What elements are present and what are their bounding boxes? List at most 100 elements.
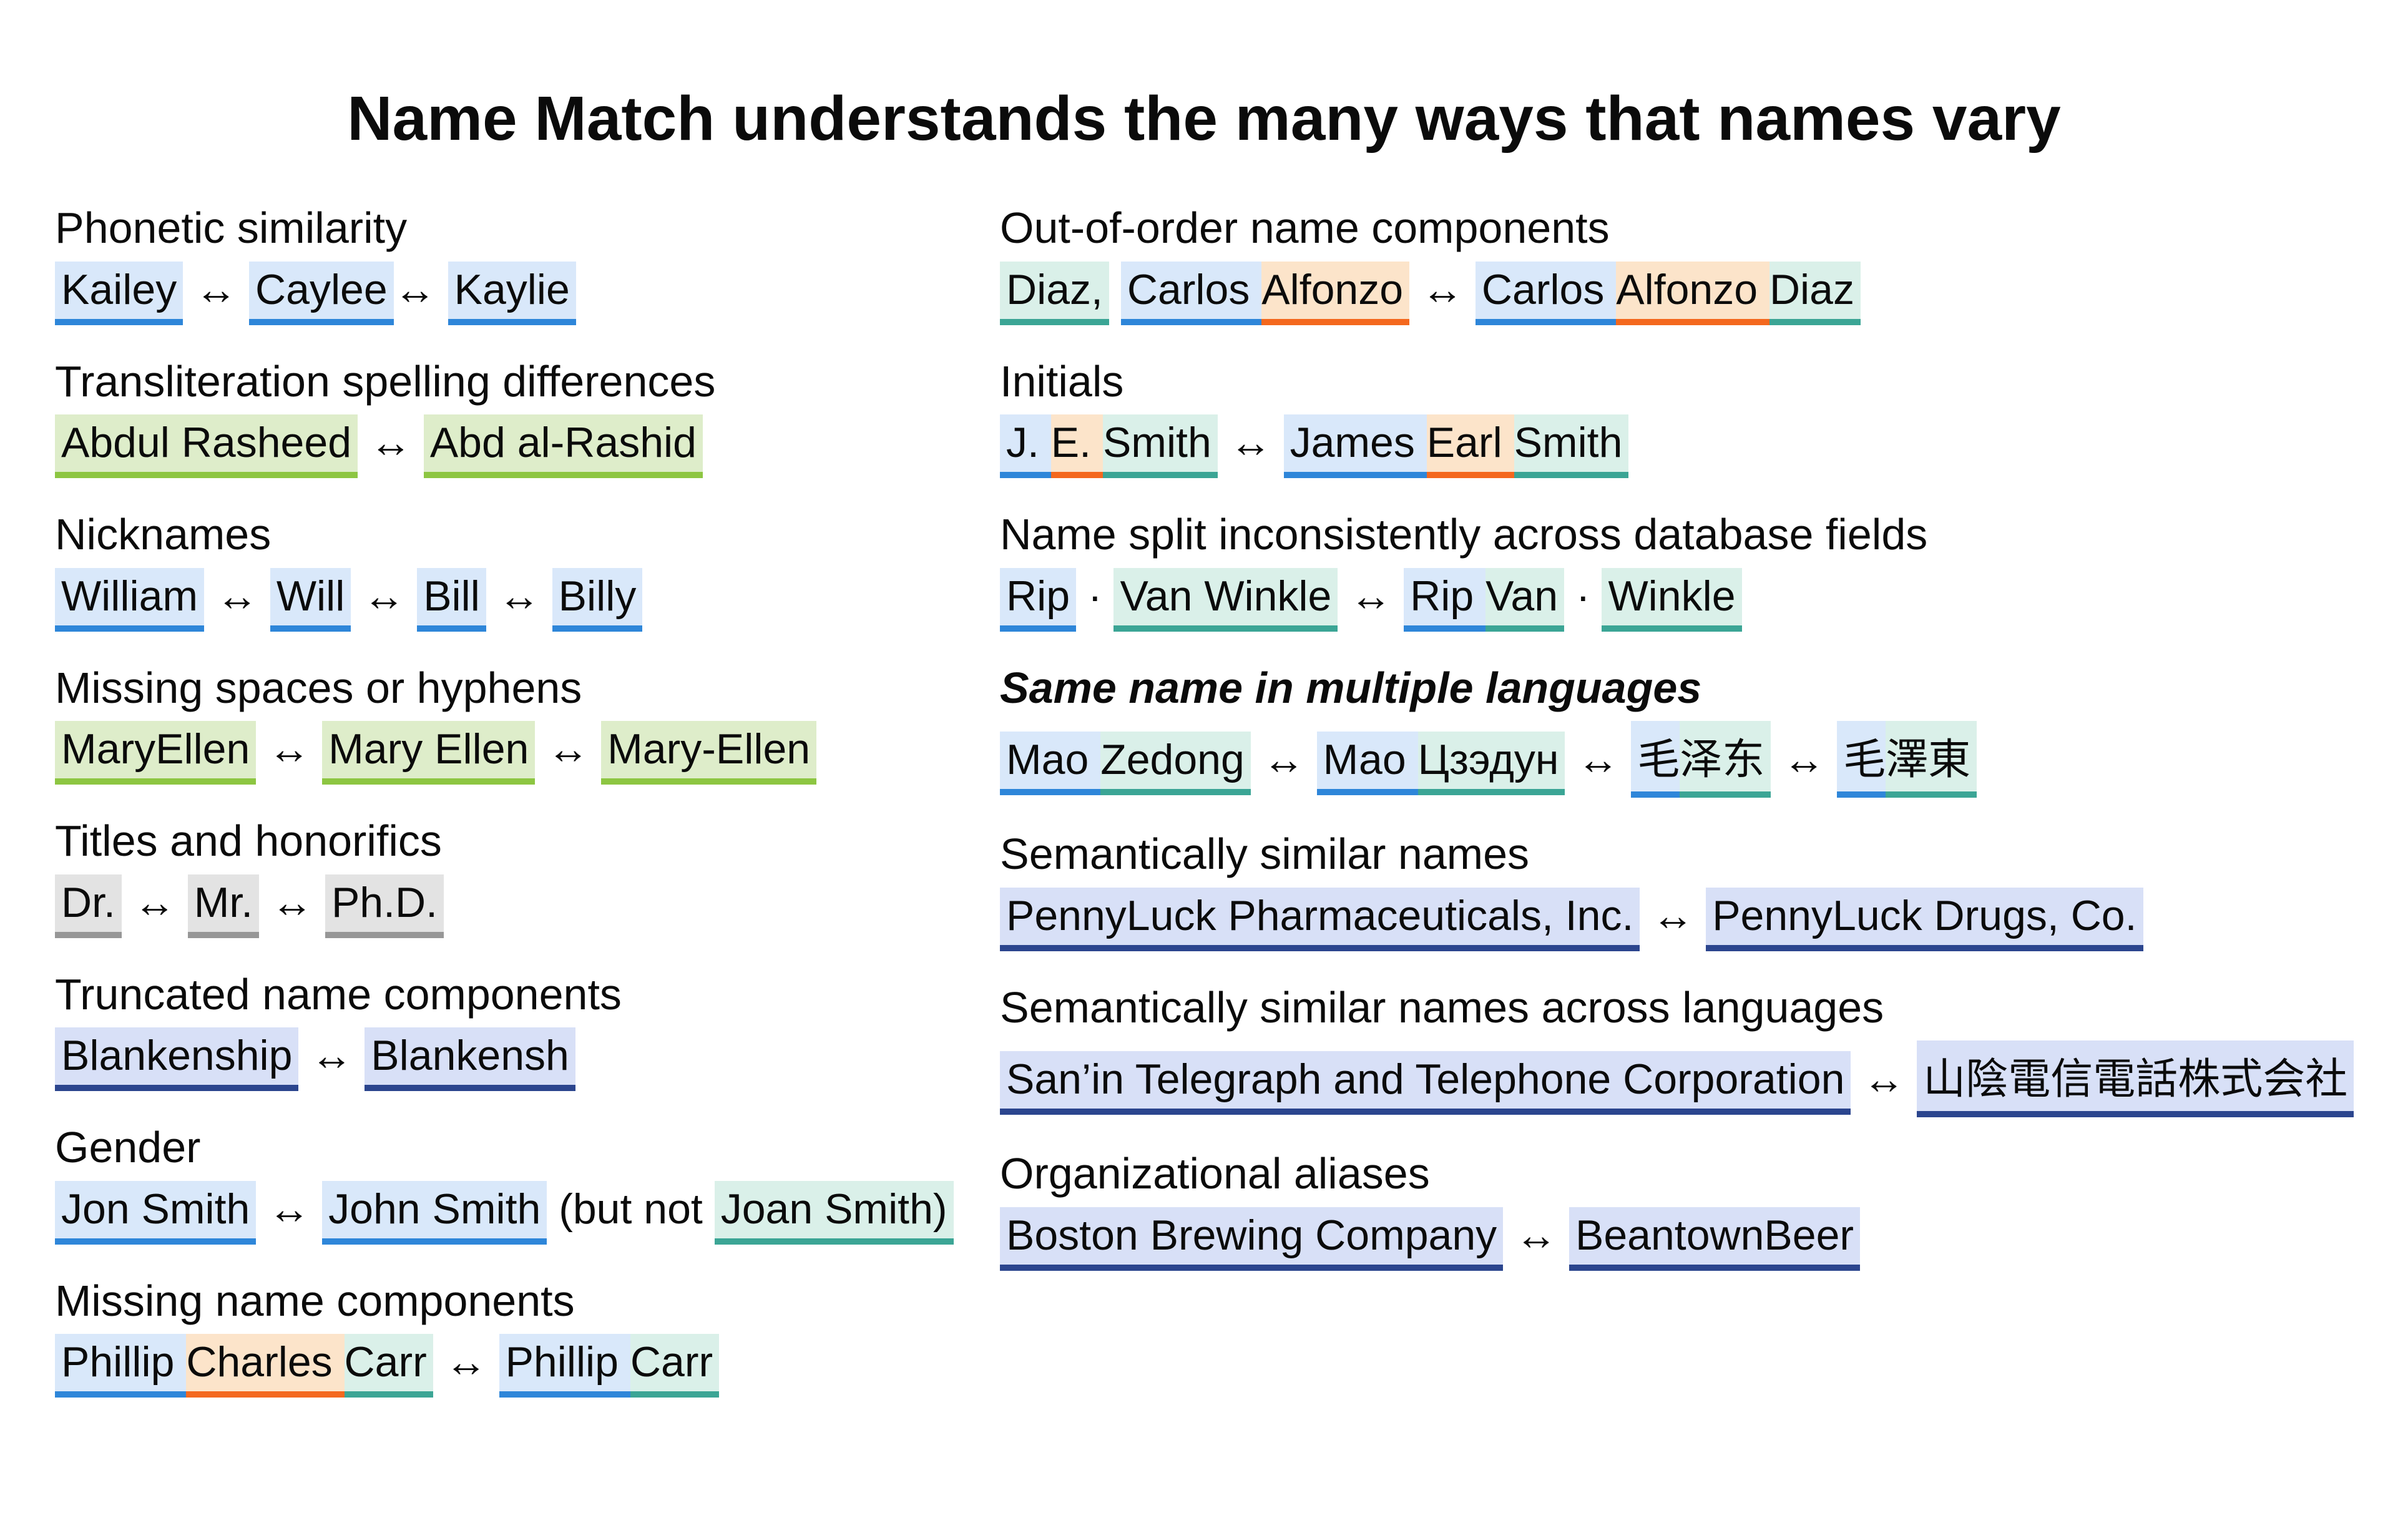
name-chip: Abdul Rasheed (55, 414, 358, 478)
name-chip: Billy (552, 567, 643, 632)
example-row: MaryEllen ↔ Mary Ellen ↔ Mary-Ellen (55, 721, 1000, 785)
name-segment: Boston Brewing Company (1000, 1207, 1504, 1271)
name-segment: Smith (1514, 414, 1629, 478)
name-segment: Phillip (499, 1334, 630, 1398)
section-label: Titles and honorifics (55, 816, 442, 865)
name-chip: John Smith (322, 1180, 547, 1245)
example-row: Boston Brewing Company ↔ BeantownBeer (1000, 1207, 2408, 1271)
name-chip: Phillip Charles Carr (55, 1334, 433, 1398)
name-chip: James Earl Smith (1283, 414, 1629, 478)
name-segment: Ph.D. (325, 874, 444, 938)
example-row: William ↔ Will ↔ Bill ↔ Billy (55, 567, 1000, 632)
name-chip: BeantownBeer (1569, 1207, 1861, 1271)
name-chip: Carlos Alfonzo Diaz (1475, 261, 1861, 325)
name-segment: Цзэдун (1417, 732, 1565, 795)
section-label: Missing spaces or hyphens (55, 663, 582, 712)
section-label: Initials (1000, 356, 1124, 406)
name-segment: E. (1050, 414, 1103, 478)
name-segment: Abd al-Rashid (423, 414, 703, 478)
section-label: Truncated name components (55, 969, 622, 1019)
section-label: Semantically similar names (1000, 830, 1530, 878)
name-segment: William (55, 567, 205, 632)
bidirectional-arrow: ↔ (256, 1185, 323, 1233)
section: Name split inconsistently across databas… (1000, 510, 2408, 632)
name-segment: 山陰電信電話株式会社 (1917, 1040, 2354, 1117)
name-segment: John Smith (322, 1180, 547, 1245)
name-segment: Mao (1000, 732, 1101, 795)
name-segment: J. (1000, 414, 1051, 478)
bidirectional-arrow: ↔ (393, 265, 448, 313)
bidirectional-arrow: ↔ (1640, 891, 1706, 939)
bidirectional-arrow: ↔ (486, 572, 552, 620)
name-segment: Van Winkle (1113, 567, 1338, 632)
name-segment: Diaz, (1000, 261, 1109, 325)
bidirectional-arrow: ↔ (1851, 1055, 1917, 1103)
section-label: Semantically similar names across langua… (1000, 982, 1884, 1032)
bidirectional-arrow: ↔ (204, 572, 270, 620)
example-row: Abdul Rasheed ↔ Abd al-Rashid (55, 414, 1000, 478)
name-segment: Caylee (249, 261, 394, 325)
name-segment: Will (270, 567, 351, 632)
name-chip: Diaz, (1000, 261, 1109, 325)
name-segment: Blankensh (365, 1027, 575, 1091)
separator-text: · (1076, 572, 1114, 620)
example-row: Diaz, Carlos Alfonzo ↔ Carlos Alfonzo Di… (1000, 261, 2408, 325)
bidirectional-arrow: ↔ (433, 1338, 499, 1386)
name-chip: J. E. Smith (1000, 414, 1218, 478)
example-row: Mao Zedong ↔ Мао Цзэдун ↔ 毛泽东 ↔ 毛澤東 (1000, 721, 2408, 798)
name-chip: Ph.D. (325, 874, 444, 938)
separator-text: · (1564, 572, 1602, 620)
page-title: Name Match understands the many ways tha… (347, 84, 2061, 154)
name-segment: Alfonzo (1616, 261, 1769, 325)
name-chip: Will (270, 567, 351, 632)
bidirectional-arrow: ↔ (121, 878, 188, 926)
name-chip: 毛澤東 (1837, 721, 1977, 798)
name-chip: Мао Цзэдун (1316, 732, 1565, 795)
section-label: Nicknames (55, 510, 272, 559)
separator-text: (but not (547, 1185, 715, 1233)
name-chip: Dr. (55, 874, 122, 938)
name-chip: Caylee (249, 261, 394, 325)
name-segment: Mary-Ellen (601, 721, 817, 785)
name-chip: Joan Smith) (714, 1180, 954, 1245)
name-segment: Carr (630, 1334, 720, 1398)
name-segment: BeantownBeer (1569, 1207, 1861, 1271)
name-segment: 毛 (1837, 721, 1886, 798)
name-segment: Zedong (1100, 732, 1251, 795)
name-chip: Winkle (1602, 567, 1742, 632)
name-chip: Van Winkle (1113, 567, 1338, 632)
section-label: Out-of-order name components (1000, 203, 1610, 252)
bidirectional-arrow: ↔ (1409, 265, 1476, 313)
name-segment: James (1283, 414, 1427, 478)
section-label: Name split inconsistently across databas… (1000, 510, 1928, 559)
name-chip: Jon Smith (55, 1180, 257, 1245)
section-label: Transliteration spelling differences (55, 356, 716, 406)
section-label: Gender (55, 1123, 201, 1172)
name-chip: William (55, 567, 205, 632)
name-chip: Rip Van (1404, 567, 1565, 632)
name-chip: Phillip Carr (499, 1334, 720, 1398)
name-segment: Rip (1000, 567, 1077, 632)
bidirectional-arrow: ↔ (535, 725, 602, 773)
bidirectional-arrow: ↔ (351, 572, 418, 620)
bidirectional-arrow: ↔ (1771, 736, 1838, 783)
name-segment: Dr. (55, 874, 122, 938)
separator-text (1109, 266, 1121, 313)
name-segment: Joan Smith) (714, 1180, 954, 1245)
name-segment: Billy (552, 567, 643, 632)
name-chip: PennyLuck Pharmaceuticals, Inc. (1000, 887, 1640, 951)
name-chip: Carlos Alfonzo (1120, 261, 1410, 325)
example-row: Blankenship ↔ Blankensh (55, 1027, 1000, 1091)
infographic: Name Match understands the many ways tha… (0, 86, 2408, 1431)
